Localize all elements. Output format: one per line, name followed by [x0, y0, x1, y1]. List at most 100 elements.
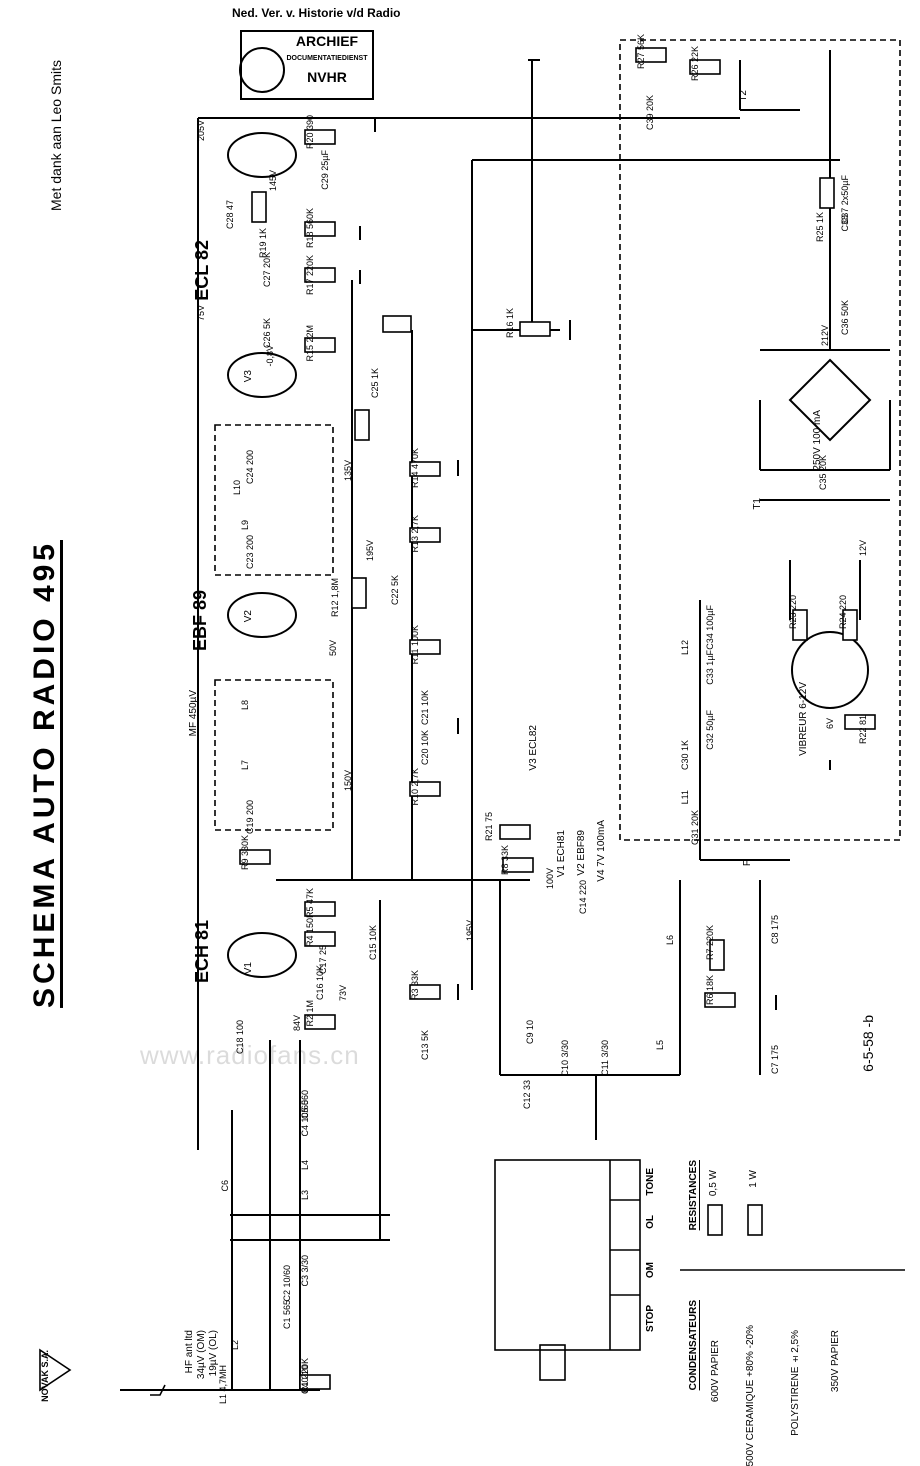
resistor-label: R5 47K: [305, 888, 315, 919]
watermark: www.radiofans.cn: [140, 1040, 360, 1070]
capacitor-label: C36 50K: [840, 300, 850, 336]
tube-v3-type: ECL 82: [192, 240, 212, 301]
capacitor-label: C18 100: [235, 1020, 245, 1055]
resistor-label: R27 56K: [636, 34, 646, 70]
voltage-label: 195V: [465, 920, 475, 942]
resistor-label: R24 220: [838, 595, 848, 630]
stamp-title: ARCHIEF: [295, 33, 359, 49]
vibrator-label: VIBREUR 6-12V: [798, 682, 809, 756]
voltage-label: 75V: [196, 305, 206, 322]
voltage-label: 135V: [343, 460, 353, 482]
transformer-t1: T1: [752, 498, 763, 510]
voltage-label: 145V: [268, 170, 278, 192]
voltage-label: 195V: [365, 540, 375, 562]
voltage-label: 84V: [292, 1015, 302, 1032]
capacitor-label: C15 10K: [368, 925, 378, 961]
legend-cap-poly: POLYSTIRENE ±2,5%: [790, 1330, 801, 1436]
resistor-label: R13 2,7K: [410, 515, 420, 553]
coil-label: L12: [680, 640, 690, 656]
capacitor-label: C35 20K: [818, 455, 828, 491]
coil-label: L2: [230, 1340, 240, 1351]
coil-label: L9: [240, 520, 250, 531]
capacitor-label: C6: [220, 1180, 230, 1192]
capacitor-label: C17 25: [318, 945, 328, 975]
resistor-label: R4 150: [305, 918, 315, 948]
capacitor-label: C24 200: [245, 450, 255, 485]
resistor-label: R12 1,8M: [330, 578, 340, 618]
note-mf: MF 450µV: [188, 690, 199, 737]
resistor-label: R11 100K: [410, 625, 420, 665]
capacitor-label: C19 200: [245, 800, 255, 835]
voltage-label: 50V: [328, 640, 338, 657]
capacitor-label: C23 200: [245, 535, 255, 570]
capacitor-label: C5 560: [300, 1090, 310, 1120]
voltage-label: 100V: [545, 868, 555, 890]
capacitor-label: C40 10: [300, 1365, 310, 1395]
capacitor-label: C10 3/30: [560, 1040, 570, 1077]
legend-cap-600v: 600V PAPIER: [710, 1340, 721, 1403]
note-mv1: 34µV (OM): [196, 1330, 207, 1380]
switch-tone: TONE: [645, 1168, 656, 1196]
voltage-label: 205V: [196, 120, 206, 142]
capacitor-label: C28 47: [225, 200, 235, 230]
switch-stop: STOP: [645, 1305, 656, 1333]
resistor-label: R2 1M: [305, 1000, 315, 1027]
tube-v1-ref: V1: [243, 962, 254, 975]
capacitor-label: C9 10: [525, 1020, 535, 1045]
archive-stamp: ARCHIEF DOCUMENTATIEDIENST NVHR: [240, 30, 374, 100]
tube-v1-type: ECH 81: [192, 920, 212, 984]
capacitor-label: C26 5K: [262, 318, 272, 349]
resistor-label: R16 1K: [505, 308, 515, 339]
capacitor-label: C14 220: [578, 880, 588, 915]
coil-label: L8: [240, 700, 250, 711]
heater-v3: V3 ECL82: [528, 725, 539, 771]
switch-ol: OL: [645, 1215, 656, 1229]
credit-line: Met dank aan Leo Smits: [48, 60, 64, 211]
capacitor-label: C7 175: [770, 1045, 780, 1075]
coil-label: L3: [300, 1190, 310, 1201]
capacitor-label: C32 50µF: [705, 710, 715, 750]
capacitor-label: C11 3/30: [600, 1040, 610, 1076]
tube-v2-ref: V2: [243, 610, 254, 623]
coil-label: L11: [680, 790, 690, 805]
capacitor-label: C12 33: [522, 1080, 532, 1110]
stamp-sub: DOCUMENTATIEDIENST: [286, 55, 368, 62]
legend-res-1w: 1 W: [748, 1170, 759, 1188]
note-hf: HF ant ltd: [184, 1330, 195, 1374]
coil-label: L10: [232, 480, 242, 496]
capacitor-label: C20 10K: [420, 730, 430, 766]
capacitor-label: C1 565: [282, 1300, 292, 1330]
resistor-label: R15 22M: [305, 325, 315, 362]
resistor-label: R18 560K: [305, 208, 315, 249]
voltage-label: 150V: [343, 770, 353, 792]
resistor-label: R7 220K: [705, 925, 715, 961]
resistor-label: R3 33K: [410, 970, 420, 1001]
archive-line: Ned. Ver. v. Historie v/d Radio: [232, 6, 401, 20]
heater-v2: V2 EBF89: [576, 830, 587, 876]
legend-cap-ceramic: 500V CERAMIQUE +80% -20%: [745, 1325, 756, 1466]
legend-capacitors-title: CONDENSATEURS: [688, 1300, 699, 1391]
resistor-label: R9 330K: [240, 835, 250, 871]
voltage-label: -0,8V: [265, 345, 275, 367]
resistor-label: R23 220: [788, 595, 798, 630]
voltage-label: 12V: [858, 540, 868, 557]
resistor-label: R26 22K: [690, 46, 700, 82]
capacitor-label: C25 1K: [370, 368, 380, 399]
capacitor-label: C33 1µF: [705, 650, 715, 685]
capacitor-label: C39 20K: [645, 95, 655, 131]
coil-label: L4: [300, 1160, 310, 1171]
resistor-label: R6 18K: [705, 975, 715, 1006]
capacitor-label: C8 175: [770, 915, 780, 945]
tube-v3-ref: V3: [243, 370, 254, 383]
resistor-label: R22 81: [858, 715, 868, 745]
capacitor-label: C27 20K: [262, 252, 272, 288]
capacitor-label: C3 3/30: [300, 1255, 310, 1287]
capacitor-label: C30 1K: [680, 740, 690, 771]
resistor-label: R10 2,7K: [410, 768, 420, 806]
transformer-t2: T2: [738, 90, 749, 102]
capacitor-label: C29 25µF: [320, 150, 330, 190]
tube-v2-type: EBF 89: [190, 590, 210, 652]
switch-om: OM: [645, 1262, 656, 1279]
